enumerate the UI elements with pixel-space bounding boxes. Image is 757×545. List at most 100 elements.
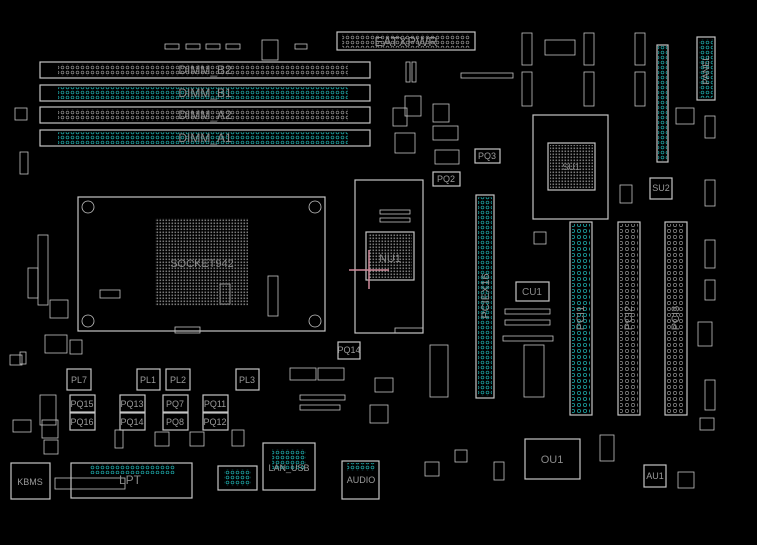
pq7-label: PQ7 <box>166 399 184 409</box>
passive-component <box>43 439 59 455</box>
lan-usb-connector[interactable]: LAN_USB <box>262 442 316 491</box>
audio-label: AUDIO <box>347 475 376 485</box>
chip-su1[interactable]: SU1 <box>532 114 609 220</box>
chip-su2[interactable]: SU2 <box>649 177 673 200</box>
dimm-a1-label: DIMM_A1 <box>178 131 232 145</box>
lan-usb-label: LAN_USB <box>268 463 309 473</box>
pq16-label: PQ16 <box>70 417 93 427</box>
panel-label: PANEL <box>701 56 711 85</box>
passive-component <box>434 149 460 165</box>
mosfet-pq3[interactable]: PQ3 <box>474 148 501 164</box>
chip-au1[interactable]: AU1 <box>643 464 667 488</box>
passive-component <box>369 404 389 424</box>
passive-component <box>394 132 416 154</box>
passive-component <box>619 184 633 204</box>
lpt-connector[interactable]: LPT <box>54 462 193 499</box>
pl2-label: PL2 <box>170 375 186 385</box>
dimm-slot-b1[interactable]: DIMM_B1 <box>39 84 371 102</box>
passive-component <box>267 275 279 317</box>
inductor-pl1[interactable]: PL1 <box>136 368 161 391</box>
lpt-label: LPT <box>119 473 142 487</box>
passive-component <box>261 39 279 61</box>
mosfet-pq8[interactable]: PQ8 <box>162 412 189 431</box>
passive-component <box>27 267 39 299</box>
mosfet-pq14b[interactable]: PQ14 <box>337 341 361 360</box>
cursor-crosshair <box>349 250 389 289</box>
passive-component <box>704 379 716 411</box>
inductor-pl7[interactable]: PL7 <box>66 368 92 391</box>
ou1-label: OU1 <box>541 454 564 466</box>
pci2-slot[interactable]: PCI2 <box>617 221 641 416</box>
passive-component <box>114 429 124 449</box>
passive-components <box>9 32 716 489</box>
audio-connector[interactable]: AUDIO <box>341 460 380 500</box>
passive-component <box>504 308 551 315</box>
passive-component <box>454 449 468 463</box>
dimm-slot-b2[interactable]: DIMM_B2 <box>39 61 371 79</box>
mosfet-pq16[interactable]: PQ16 <box>69 412 96 431</box>
passive-component <box>44 334 68 354</box>
mosfet-pq15[interactable]: PQ15 <box>69 394 96 413</box>
passive-component <box>185 43 201 50</box>
passive-component <box>14 107 28 121</box>
passive-component <box>379 209 411 215</box>
passive-component <box>432 125 459 141</box>
mosfet-pq14[interactable]: PQ14 <box>119 412 146 431</box>
mosfet-pq2[interactable]: PQ2 <box>432 171 461 187</box>
vrm-area: PL7 PL1 PL2 PL3 PQ15 PQ13 PQ7 PQ11 PQ16 … <box>66 148 501 431</box>
passive-component <box>225 43 241 50</box>
mosfet-pq7[interactable]: PQ7 <box>162 394 189 413</box>
pq15-label: PQ15 <box>70 399 93 409</box>
dimm-slot-a1[interactable]: DIMM_A1 <box>39 129 371 147</box>
chip-ou1[interactable]: OU1 <box>524 438 581 480</box>
passive-component <box>379 217 411 223</box>
pciex16-label: PCIEX16 <box>480 273 492 318</box>
kbms-label: KBMS <box>17 477 43 487</box>
passive-component <box>704 179 716 207</box>
nu1-label: NU1 <box>379 253 401 265</box>
panel-header[interactable]: PANEL <box>696 36 716 101</box>
passive-component <box>394 327 424 334</box>
passive-component <box>205 43 221 50</box>
pl1-label: PL1 <box>140 375 156 385</box>
dimm-b1-label: DIMM_B1 <box>178 86 232 100</box>
passive-component <box>99 289 121 299</box>
inductor-pl2[interactable]: PL2 <box>165 368 191 391</box>
passive-component <box>19 151 29 175</box>
passive-component <box>405 61 411 83</box>
passive-component <box>9 354 23 366</box>
pq3-label: PQ3 <box>478 151 496 161</box>
passive-component <box>411 61 417 83</box>
dimm-slot-a2[interactable]: DIMM_A2 <box>39 106 371 124</box>
pci1-slot[interactable]: PCI1 <box>569 221 593 416</box>
passive-component <box>174 326 201 334</box>
passive-component <box>289 367 317 381</box>
cpu-socket[interactable]: SOCKET942 <box>77 196 326 332</box>
passive-component <box>704 279 716 301</box>
serial-connector[interactable] <box>217 465 258 491</box>
pq8-label: PQ8 <box>166 417 184 427</box>
passive-component <box>317 367 345 381</box>
long-header[interactable] <box>656 44 669 163</box>
passive-component <box>523 344 545 398</box>
dimm-b2-label: DIMM_B2 <box>178 63 232 77</box>
passive-component <box>164 43 180 50</box>
au1-label: AU1 <box>646 471 664 481</box>
pci3-slot[interactable]: PCI3 <box>664 221 688 416</box>
passive-component <box>502 335 554 342</box>
pciex16-slot[interactable]: PCIEX16 <box>475 194 495 399</box>
eatxpwr-connector[interactable]: EATXPWR <box>336 31 476 51</box>
mosfet-pq13[interactable]: PQ13 <box>119 394 146 413</box>
eatxpwr-label: EATXPWR <box>374 34 437 49</box>
mosfet-pq11[interactable]: PQ11 <box>202 394 229 413</box>
inductor-pl3[interactable]: PL3 <box>235 368 260 391</box>
passive-component <box>599 434 615 462</box>
chip-nu1[interactable]: NU1 <box>354 179 424 334</box>
mosfet-pq12[interactable]: PQ12 <box>202 412 229 431</box>
pq11-label: PQ11 <box>204 399 226 409</box>
passive-component <box>404 95 422 117</box>
kbms-connector[interactable]: KBMS <box>10 462 51 500</box>
chip-cu1[interactable]: CU1 <box>515 281 550 302</box>
pl3-label: PL3 <box>239 375 255 385</box>
